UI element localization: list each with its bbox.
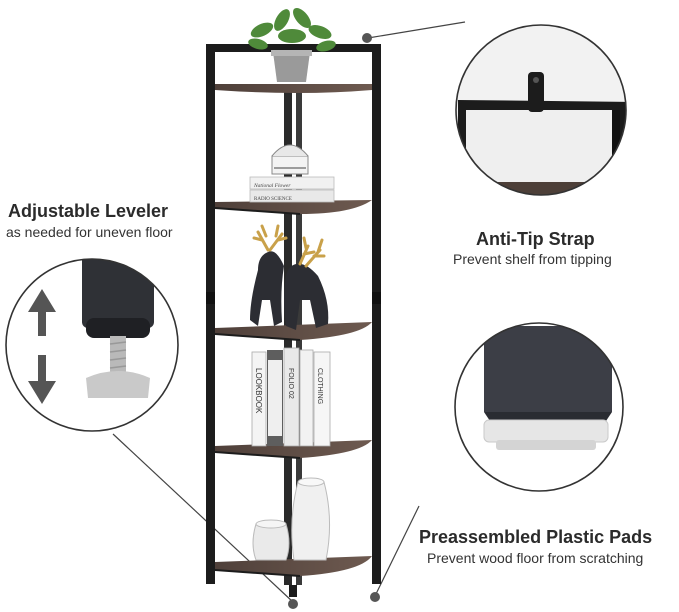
- deer-figurines: [250, 224, 329, 330]
- pad-anchor-dot: [370, 592, 380, 602]
- strap-subtitle: Prevent shelf from tipping: [453, 251, 612, 267]
- pads-title: Preassembled Plastic Pads: [419, 527, 653, 547]
- book-spine-5: CLOTHING: [316, 368, 323, 404]
- book-spine-3: FOLIO 02: [287, 368, 294, 399]
- shelf-5: [214, 556, 372, 577]
- strap-title: Anti-Tip Strap: [476, 229, 595, 249]
- book-stack: National Flower RADIO SCIENCE: [249, 144, 335, 203]
- down-arrow-icon: [28, 355, 56, 404]
- white-vases: [252, 477, 331, 561]
- book-row: LOOKBOOK FOLIO 02 CLOTHING: [251, 347, 331, 447]
- leveler-subtitle: as needed for uneven floor: [6, 224, 173, 240]
- book-spine-1: LOOKBOOK: [254, 368, 263, 414]
- shelf-2: [214, 200, 372, 215]
- leveler-title: Adjustable Leveler: [8, 201, 169, 221]
- corner-shelf: [206, 44, 381, 597]
- book-title-2: RADIO SCIENCE: [254, 197, 292, 202]
- pads-subtitle: Prevent wood floor from scratching: [427, 550, 644, 566]
- shelf-3: [214, 322, 372, 341]
- strap-detail: [455, 24, 627, 196]
- leveler-detail: [5, 258, 179, 432]
- book-title-1: National Flower: [253, 183, 291, 189]
- strap-anchor-dot: [362, 33, 372, 43]
- pads-detail: [454, 322, 624, 492]
- shelf-1: [215, 84, 372, 93]
- up-arrow-icon: [28, 289, 56, 336]
- leveler-anchor-dot: [288, 599, 298, 609]
- potted-plant: [248, 8, 336, 82]
